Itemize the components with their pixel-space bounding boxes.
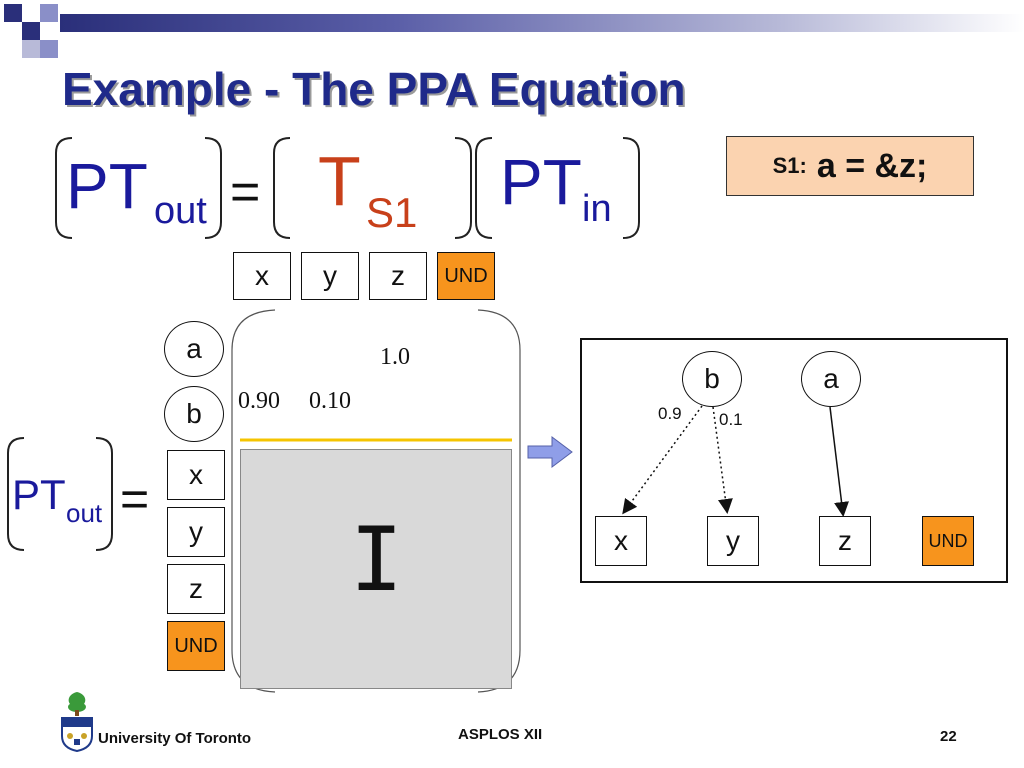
paren-left: [273, 137, 291, 239]
paren-right: [454, 137, 472, 239]
identity-label: I: [350, 508, 403, 611]
slide-title: Example - The PPA Equation: [62, 63, 686, 115]
header-square: [40, 40, 58, 58]
paren-left: [475, 137, 493, 239]
header-square: [40, 4, 58, 22]
header-bar: [60, 14, 1024, 32]
paren-right: [622, 137, 640, 239]
university-crest-icon: [61, 692, 93, 752]
graph-target-y: y: [707, 516, 759, 566]
graph-node-a: a: [801, 351, 861, 407]
row-und-box: UND: [167, 621, 225, 671]
row-y-box: y: [167, 507, 225, 557]
paren-right: [95, 437, 113, 551]
header-square: [4, 4, 22, 22]
pt-out-symbol: PT: [12, 471, 66, 518]
paren-right: [204, 137, 222, 239]
b-row-y-value: 0.10: [309, 388, 351, 414]
column-z-box: z: [369, 252, 427, 300]
equals-sign: =: [230, 163, 261, 221]
edge-b-x: [622, 405, 703, 515]
header-square: [22, 40, 40, 58]
row-z-box: z: [167, 564, 225, 614]
footer-university: University Of Toronto: [98, 730, 252, 747]
edge-label-b-y: 0.1: [719, 410, 743, 429]
statement-box: S1: a = &z;: [726, 136, 974, 196]
paren-left: [7, 437, 25, 551]
statement-code: a = &z;: [816, 146, 928, 185]
a-row-value: 1.0: [380, 344, 410, 370]
paren-left: [55, 137, 73, 239]
row-a-node: a: [164, 321, 224, 377]
arrow-right-icon: [527, 436, 573, 468]
column-und-box: UND: [437, 252, 495, 300]
column-y-box: y: [301, 252, 359, 300]
edge-label-b-x: 0.9: [658, 404, 682, 423]
statement-label: S1:: [772, 153, 807, 178]
page-number: 22: [940, 728, 957, 745]
t-symbol: T: [318, 142, 361, 220]
b-row-x-value: 0.90: [238, 388, 280, 414]
graph-target-und: UND: [922, 516, 974, 566]
pt-in-symbol: PT: [500, 146, 582, 218]
out-subscript: out: [154, 190, 207, 232]
out-subscript: out: [66, 498, 103, 528]
column-x-box: x: [233, 252, 291, 300]
graph-target-z: z: [819, 516, 871, 566]
in-subscript: in: [582, 188, 612, 230]
header-square: [22, 22, 40, 40]
footer-conference: ASPLOS XII: [458, 726, 543, 743]
s1-subscript: S1: [366, 189, 418, 236]
row-b-node: b: [164, 386, 224, 442]
pt-out-symbol: PT: [66, 150, 148, 222]
equals-sign: =: [120, 471, 150, 527]
graph-target-x: x: [595, 516, 647, 566]
edge-a-z: [829, 406, 849, 517]
graph-node-b: b: [682, 351, 742, 407]
identity-block: [240, 449, 512, 689]
row-x-box: x: [167, 450, 225, 500]
